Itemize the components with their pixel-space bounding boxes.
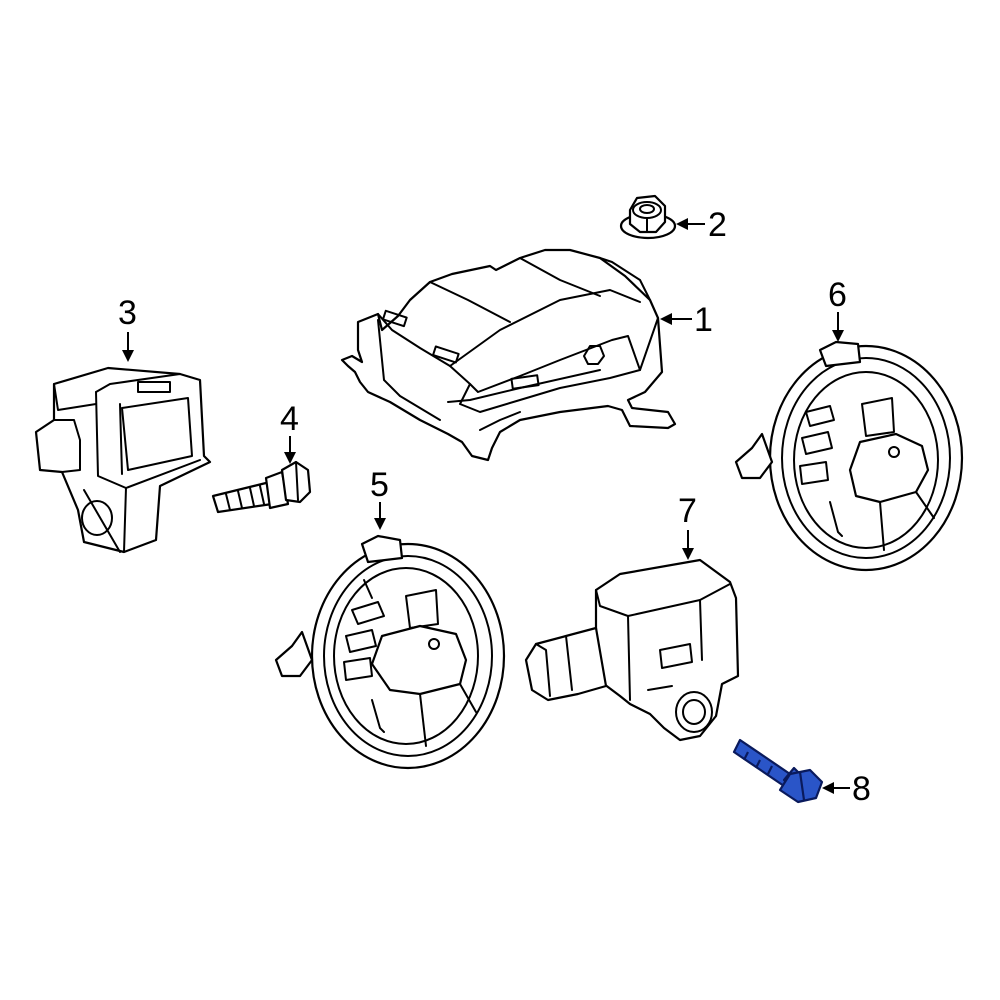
callout-7: 7 [678,492,697,560]
callout-label-3: 3 [118,294,137,332]
callout-label-1: 1 [694,301,713,339]
callout-label-7: 7 [678,492,697,530]
callout-8: 8 [822,770,871,808]
callout-label-5: 5 [370,466,389,504]
part-8-bolt-highlighted[interactable] [732,738,824,804]
callout-3: 3 [118,294,137,362]
part-4-bolt[interactable] [211,460,312,514]
callout-label-4: 4 [280,400,299,438]
part-3-impact-sensor[interactable] [34,366,212,554]
callout-4: 4 [280,400,299,464]
part-7-impact-sensor[interactable] [524,558,740,742]
callout-5: 5 [370,466,389,530]
part-2-flange-nut[interactable] [619,194,677,240]
callout-label-6: 6 [828,276,847,314]
callout-1: 1 [660,301,713,339]
part-6-pressure-sensor[interactable] [734,340,964,572]
callout-2: 2 [676,206,727,244]
part-5-pressure-sensor[interactable] [274,534,506,770]
part-1-control-module[interactable] [340,248,677,462]
callout-6: 6 [828,276,847,342]
callout-label-2: 2 [708,206,727,244]
callout-label-8: 8 [852,770,871,808]
